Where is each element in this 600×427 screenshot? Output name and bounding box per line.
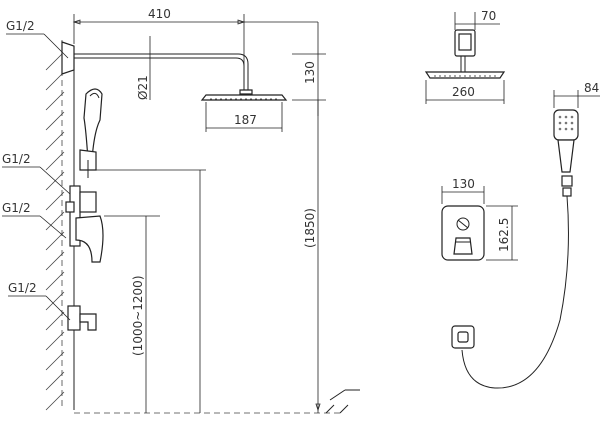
dim-hand-shower-height	[96, 169, 206, 413]
ceiling-mount-front-icon	[454, 29, 476, 72]
dim-head-drop-text: 130	[303, 61, 317, 84]
hand-shower-side-icon	[79, 88, 103, 178]
wall-outlet-side-icon	[67, 305, 97, 331]
dim-ceiling-mount-text: 70	[481, 9, 496, 23]
dim-arm-diameter-text: Ø21	[136, 75, 150, 100]
dim-valve-height: (1000~1200)	[104, 215, 160, 413]
mixer-valve-side-icon	[65, 185, 104, 263]
thread-label-4-text: G1/2	[8, 281, 37, 295]
overhead-shower-front-icon	[424, 71, 506, 79]
dim-arm-length-text: 410	[148, 7, 171, 21]
dim-plate-height-text: 162.5	[497, 218, 511, 252]
thread-label-3-text: G1/2	[2, 201, 31, 215]
dim-hand-shower-width: 84	[553, 81, 600, 108]
overhead-shower-side-icon	[200, 89, 288, 101]
hand-shower-front-icon	[461, 109, 579, 389]
thread-label-1: G1/2	[6, 19, 69, 59]
dim-ceiling-mount: 70	[454, 9, 500, 30]
wall-section	[45, 40, 75, 411]
dim-head-width-top-text: 260	[452, 85, 475, 99]
dim-head-drop: 130	[292, 22, 326, 116]
thread-label-3: G1/2	[2, 201, 67, 239]
dim-total-height-text: (1850)	[303, 208, 317, 248]
floor-line	[74, 389, 360, 414]
dim-total-height: (1850)	[303, 100, 321, 413]
shower-arm	[61, 41, 249, 92]
dim-plate-width-text: 130	[452, 177, 475, 191]
thread-label-1-text: G1/2	[6, 19, 35, 33]
wall-outlet-front-icon	[451, 325, 475, 349]
thread-label-2-text: G1/2	[2, 152, 31, 166]
dim-hand-shower-width-text: 84	[584, 81, 599, 95]
dim-plate-width: 130	[441, 177, 485, 204]
dim-plate-height: 162.5	[486, 205, 518, 261]
valve-plate-front-icon	[441, 205, 485, 261]
dim-head-width-side: 187	[205, 102, 283, 132]
dim-valve-height-text: (1000~1200)	[131, 276, 145, 357]
thread-label-2: G1/2	[2, 152, 71, 195]
dim-arm-diameter: Ø21	[136, 36, 160, 100]
dim-head-width-top: 260	[425, 80, 505, 104]
dim-head-width-side-text: 187	[234, 113, 257, 127]
thread-label-4: G1/2	[8, 281, 71, 321]
dim-arm-length: 410	[72, 7, 318, 88]
